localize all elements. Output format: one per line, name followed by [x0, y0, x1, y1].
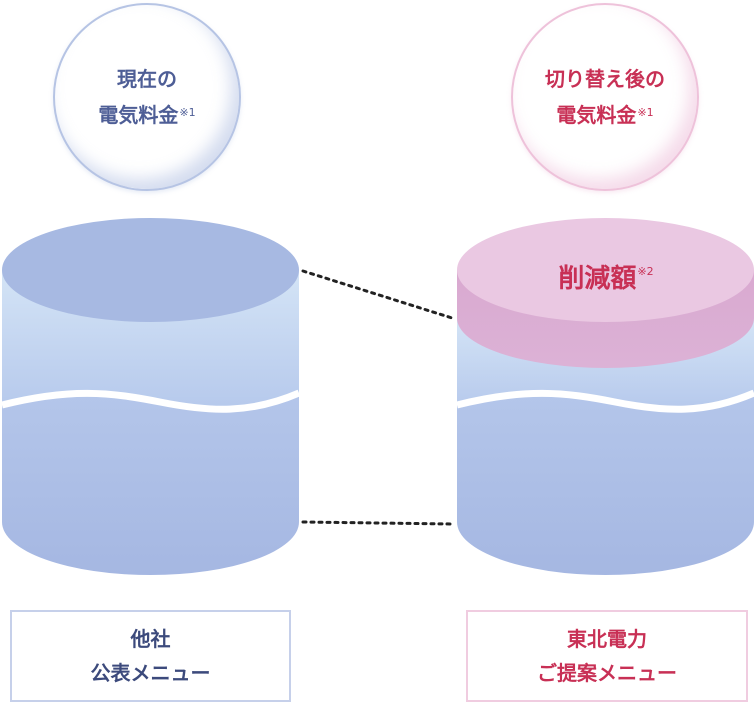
current-price-bubble: 現在の 電気料金※1	[53, 3, 241, 191]
bottom-connector-line	[301, 520, 454, 526]
left-cylinder	[1, 218, 301, 576]
top-connector-line	[301, 269, 454, 320]
current-price-line1: 現在の	[117, 67, 177, 91]
other-company-menu-caption: 他社 公表メニュー	[10, 610, 291, 702]
right-cylinder-lower-body	[457, 393, 754, 575]
after-switch-price-bubble: 切り替え後の 電気料金※1	[511, 3, 699, 191]
after-switch-note: ※1	[637, 106, 654, 119]
tohoku-proposal-caption: 東北電力 ご提案メニュー	[466, 610, 748, 702]
right-cylinder-wave	[456, 389, 756, 413]
other-company-line1: 他社	[130, 627, 171, 651]
tohoku-line1: 東北電力	[567, 627, 647, 651]
reduction-text: 削減額	[558, 264, 637, 294]
after-switch-line2: 電気料金※1	[556, 96, 653, 132]
other-company-line2: 公表メニュー	[90, 661, 211, 685]
after-switch-label: 電気料金	[556, 103, 637, 127]
left-cylinder-lower-body	[2, 393, 299, 576]
right-cylinder	[456, 218, 756, 575]
left-cylinder-top	[2, 218, 299, 322]
reduction-label: 削減額※2	[456, 252, 756, 299]
reduction-top	[457, 218, 754, 322]
reduction-note: ※2	[637, 265, 654, 278]
tohoku-line2: ご提案メニュー	[537, 661, 677, 685]
current-price-label: 電気料金	[98, 103, 179, 127]
after-switch-line1: 切り替え後の	[545, 67, 665, 91]
left-cylinder-wave	[1, 389, 301, 413]
current-price-note: ※1	[179, 106, 196, 119]
current-price-line2: 電気料金※1	[98, 96, 195, 132]
